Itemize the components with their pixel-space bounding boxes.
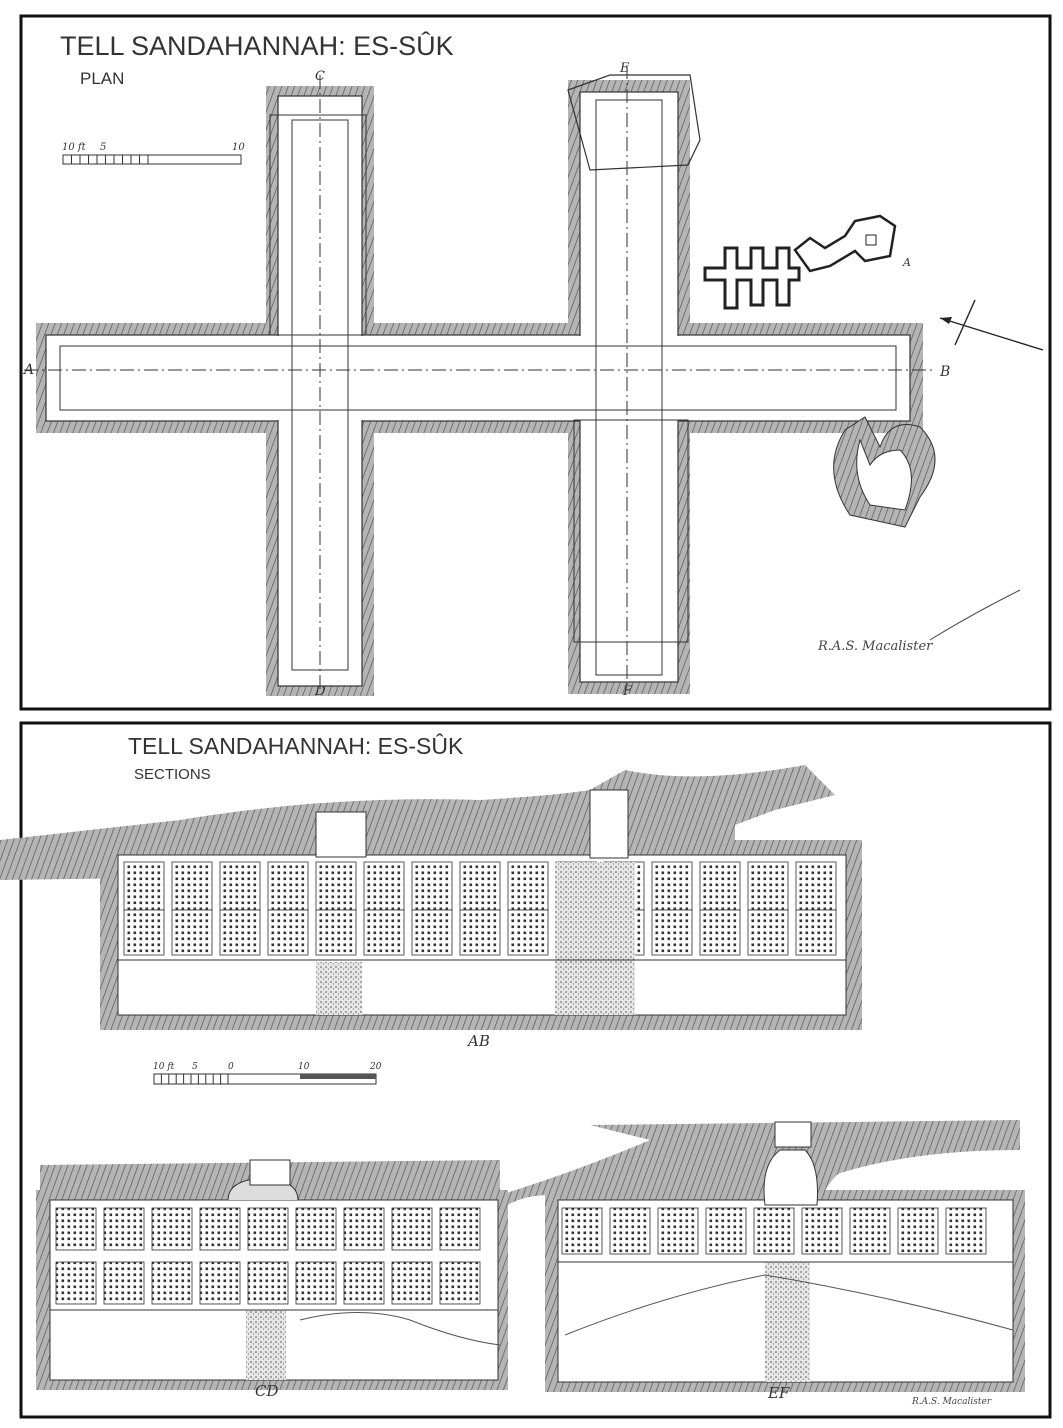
masonry-cell [123,861,165,911]
label-ef: EF [767,1384,790,1402]
masonry-cell [391,1261,433,1305]
plan-title: TELL SANDAHANNAH: ES-SÛK [60,30,454,61]
masonry-cell [459,909,501,956]
section-cd: CD [36,1159,508,1400]
masonry-cell [753,1207,795,1255]
masonry-cell [219,909,261,956]
scale-label: 10 [298,1062,310,1072]
masonry-cell [411,861,453,911]
svg-text:R.A.S. Macalister: R.A.S. Macalister [817,639,933,654]
masonry-cell [151,1207,193,1251]
label-e: E [619,61,630,76]
masonry-cell [247,1207,289,1251]
masonry-cell [315,909,357,956]
masonry-cell [171,909,213,956]
masonry-cell [103,1261,145,1305]
masonry-cell [55,1261,97,1305]
masonry-cell [363,861,405,911]
masonry-cell [343,1207,385,1251]
scale-label: 10 ft [153,1062,175,1072]
plan-panel: TELL SANDAHANNAH: ES-SÛK PLAN 10 ft 5 10 [19,14,1052,711]
masonry-cell [267,909,309,956]
sections-title: TELL SANDAHANNAH: ES-SÛK [128,732,464,759]
scale-label: 10 ft [62,142,87,153]
sections-scale-bar: 10 ft 5 0 10 20 [153,1062,382,1085]
masonry-cell [459,861,501,911]
masonry-cell [801,1207,843,1255]
masonry-cell [507,909,549,956]
masonry-cell [849,1207,891,1255]
masonry-cell [897,1207,939,1255]
masonry-cell [439,1261,481,1305]
label-cd: CD [255,1382,279,1400]
masonry-cell [315,861,357,911]
masonry-cell [609,1207,651,1255]
masonry-cell [795,909,837,956]
masonry-cell [123,909,165,956]
section-ab: AB [0,765,862,1050]
north-arrow [939,299,1044,351]
masonry-cell [55,1207,97,1251]
sections-signature: R.A.S. Macalister [911,1397,992,1407]
masonry-cell [199,1207,241,1251]
plan-scale-bar: 10 ft 5 10 [62,142,245,165]
label-small-a: A [902,256,911,269]
label-b: B [939,364,950,380]
scale-label: 10 [232,142,245,153]
rock-chamber [833,416,936,528]
masonry-cell [657,1207,699,1255]
masonry-cell [651,909,693,956]
sections-subtitle: SECTIONS [134,766,211,783]
masonry-cell [391,1207,433,1251]
tunnel-plan [24,65,935,696]
masonry-cell [199,1261,241,1305]
scale-label: 0 [228,1062,234,1072]
masonry-cell [507,861,549,911]
scale-label: 5 [192,1062,198,1072]
masonry-cell [295,1207,337,1251]
scale-label: 20 [369,1062,382,1072]
masonry-cell [103,1207,145,1251]
scale-label: 5 [100,142,106,153]
masonry-cell [795,861,837,911]
masonry-cell [411,909,453,956]
masonry-cell [747,861,789,911]
label-a: A [22,362,34,378]
masonry-cell [171,861,213,911]
masonry-cell [267,861,309,911]
label-c: C [315,69,325,84]
label-ab: AB [466,1032,490,1050]
masonry-cell [439,1207,481,1251]
masonry-cell [151,1261,193,1305]
masonry-cell [651,861,693,911]
masonry-cell [705,1207,747,1255]
sections-panel: TELL SANDAHANNAH: ES-SÛK SECTIONS AB 10 … [0,721,1052,1419]
masonry-cell [343,1261,385,1305]
masonry-cell [295,1261,337,1305]
masonry-cell [561,1207,603,1255]
masonry-cell [247,1261,289,1305]
masonry-cell [945,1207,987,1255]
small-inset-plan [703,214,897,310]
masonry-cell [363,909,405,956]
plan-signature: R.A.S. Macalister [817,589,1021,654]
label-d: D [314,684,326,699]
masonry-cell [219,861,261,911]
section-ef: EF [500,1120,1025,1402]
plan-subtitle: PLAN [80,69,124,88]
masonry-cell [747,909,789,956]
masonry-cell [699,909,741,956]
label-f: F [622,684,633,699]
masonry-cell [699,861,741,911]
